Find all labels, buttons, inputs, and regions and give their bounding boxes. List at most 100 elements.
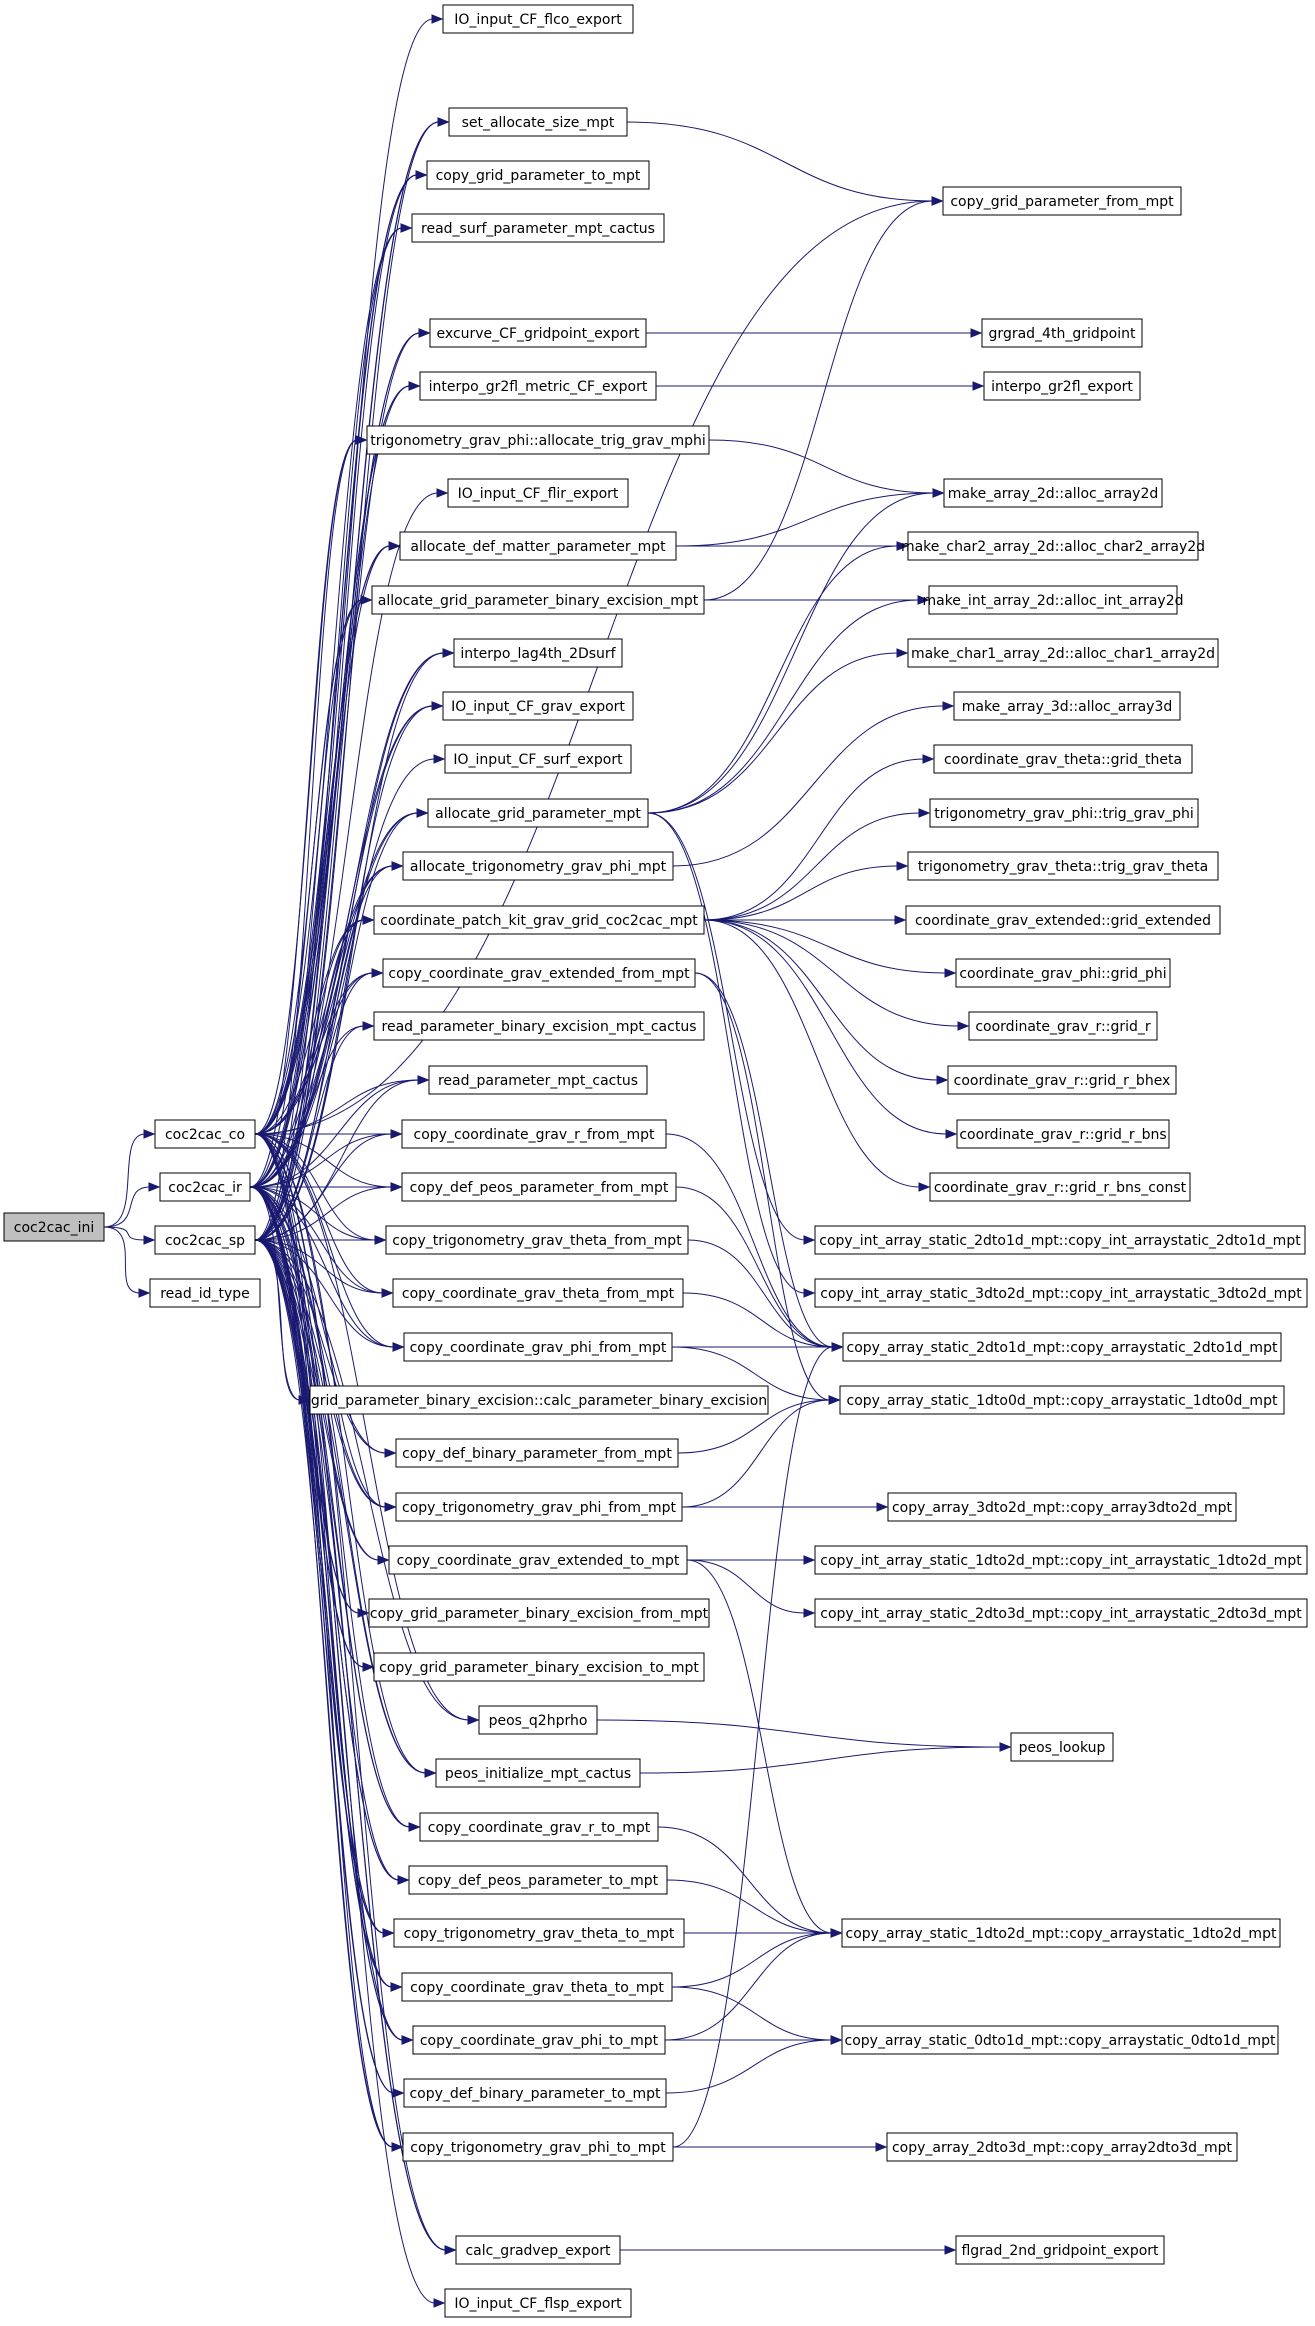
call-edge: [664, 1932, 833, 2041]
call-edge: [249, 1186, 387, 1508]
node-alloc-array3d[interactable]: make_array_3d::alloc_array3d: [953, 691, 1181, 721]
node-calc-param-binex[interactable]: grid_parameter_binary_excision::calc_par…: [309, 1385, 769, 1415]
node-allocate-def-matter-parameter-mpt[interactable]: allocate_def_matter_parameter_mpt: [399, 531, 677, 561]
node-io-input-cf-flco-export[interactable]: IO_input_CF_flco_export: [442, 4, 634, 34]
node-set-allocate-size-mpt[interactable]: set_allocate_size_mpt: [448, 107, 628, 137]
arrowhead: [138, 1288, 151, 1298]
node-int-2dto1d[interactable]: copy_int_array_static_2dto1d_mpt::copy_i…: [814, 1225, 1306, 1255]
node-coordinate-patch-kit-grav-grid-coc2cac-mpt[interactable]: coordinate_patch_kit_grav_grid_coc2cac_m…: [373, 905, 705, 935]
node-arr-1dto0d[interactable]: copy_array_static_1dto0d_mpt::copy_array…: [839, 1385, 1285, 1415]
node-box: [886, 2132, 1238, 2162]
node-arr-0dto1d[interactable]: copy_array_static_0dto1d_mpt::copy_array…: [841, 2025, 1279, 2055]
node-int-2dto3d[interactable]: copy_int_array_static_2dto3d_mpt::copy_i…: [814, 1598, 1308, 1628]
node-label: make_array_3d::alloc_array3d: [962, 699, 1173, 715]
node-io-input-cf-grav-export[interactable]: IO_input_CF_grav_export: [442, 691, 634, 721]
node-box: [442, 4, 634, 34]
call-edge: [249, 919, 365, 1188]
node-box: [401, 1172, 677, 1202]
node-copy-coordinate-grav-r-to-mpt[interactable]: copy_coordinate_grav_r_to_mpt: [419, 1812, 659, 1842]
node-coc2cac-co[interactable]: coc2cac_co: [154, 1119, 256, 1149]
node-calc-gradvep-export[interactable]: calc_gradvep_export: [455, 2235, 621, 2265]
node-copy-trigonometry-grav-theta-to-mpt[interactable]: copy_trigonometry_grav_theta_to_mpt: [393, 1918, 685, 1948]
node-int-3dto2d[interactable]: copy_int_array_static_3dto2d_mpt::copy_i…: [814, 1278, 1308, 1308]
node-copy-grid-parameter-from-mpt[interactable]: copy_grid_parameter_from_mpt: [942, 186, 1182, 216]
node-peos-lookup[interactable]: peos_lookup: [1010, 1732, 1114, 1762]
node-read-id-type[interactable]: read_id_type: [149, 1278, 261, 1308]
node-arr-2dto1d[interactable]: copy_array_static_2dto1d_mpt::copy_array…: [842, 1332, 1282, 1362]
node-label: copy_array_static_0dto1d_mpt::copy_array…: [845, 2033, 1276, 2049]
node-label: copy_def_peos_parameter_to_mpt: [418, 1873, 659, 1889]
node-int-1dto2d[interactable]: copy_int_array_static_1dto2d_mpt::copy_i…: [814, 1545, 1308, 1575]
node-box: [154, 1119, 256, 1149]
node-copy-def-peos-parameter-from-mpt[interactable]: copy_def_peos_parameter_from_mpt: [401, 1172, 677, 1202]
node-copy-trigonometry-grav-phi-from-mpt[interactable]: copy_trigonometry_grav_phi_from_mpt: [395, 1492, 683, 1522]
call-edge: [708, 439, 935, 494]
node-copy-coordinate-grav-phi-from-mpt[interactable]: copy_coordinate_grav_phi_from_mpt: [403, 1332, 673, 1362]
node-coc2cac-ini[interactable]: coc2cac_ini: [3, 1212, 105, 1242]
node-coc2cac-ir[interactable]: coc2cac_ir: [159, 1172, 251, 1202]
node-arr2dto3d[interactable]: copy_array_2dto3d_mpt::copy_array2dto3d_…: [886, 2132, 1238, 2162]
node-label: make_array_2d::alloc_array2d: [948, 486, 1159, 502]
node-label: copy_trigonometry_grav_theta_to_mpt: [404, 1926, 675, 1942]
node-trig-grav-phi[interactable]: trigonometry_grav_phi::trig_grav_phi: [929, 798, 1199, 828]
node-box: [981, 318, 1143, 348]
node-peos-q2hprho[interactable]: peos_q2hprho: [478, 1705, 598, 1735]
node-copy-coordinate-grav-theta-to-mpt[interactable]: copy_coordinate_grav_theta_to_mpt: [401, 1972, 673, 2002]
call-edge: [665, 1133, 834, 1348]
node-allocate-grid-parameter-mpt[interactable]: allocate_grid_parameter_mpt: [427, 798, 649, 828]
node-excurve-cf-gridpoint-export[interactable]: excurve_CF_gridpoint_export: [429, 318, 647, 348]
node-flgrad-2nd-gridpoint-export[interactable]: flgrad_2nd_gridpoint_export: [955, 2235, 1165, 2265]
node-read-surf-parameter-mpt-cactus[interactable]: read_surf_parameter_mpt_cactus: [411, 213, 665, 243]
node-label: allocate_def_matter_parameter_mpt: [410, 539, 666, 555]
node-alloc-array2d[interactable]: make_array_2d::alloc_array2d: [943, 478, 1163, 508]
node-read-parameter-mpt-cactus[interactable]: read_parameter_mpt_cactus: [428, 1065, 648, 1095]
node-copy-coordinate-grav-r-from-mpt[interactable]: copy_coordinate_grav_r_from_mpt: [401, 1119, 667, 1149]
node-copy-grid-parameter-binary-excision-to-mpt[interactable]: copy_grid_parameter_binary_excision_to_m…: [373, 1652, 705, 1682]
node-copy-grid-parameter-binary-excision-from-mpt[interactable]: copy_grid_parameter_binary_excision_from…: [368, 1598, 710, 1628]
node-arr-1dto2d[interactable]: copy_array_static_1dto2d_mpt::copy_array…: [841, 1918, 1281, 1948]
node-grid-theta[interactable]: coordinate_grav_theta::grid_theta: [933, 744, 1193, 774]
node-trig-grav-theta[interactable]: trigonometry_grav_theta::trig_grav_theta: [907, 851, 1219, 881]
node-interpo-gr2fl-metric-cf-export[interactable]: interpo_gr2fl_metric_CF_export: [419, 371, 657, 401]
node-grid-r[interactable]: coordinate_grav_r::grid_r: [968, 1011, 1158, 1041]
node-box: [933, 744, 1193, 774]
node-grgrad-4th-gridpoint[interactable]: grgrad_4th_gridpoint: [981, 318, 1143, 348]
node-box: [448, 107, 628, 137]
node-grid-r-bhex[interactable]: coordinate_grav_r::grid_r_bhex: [947, 1065, 1177, 1095]
node-io-input-cf-flir-export[interactable]: IO_input_CF_flir_export: [447, 478, 629, 508]
node-label: copy_coordinate_grav_phi_from_mpt: [410, 1340, 667, 1356]
node-alloc-int-array2d[interactable]: make_int_array_2d::alloc_int_array2d: [922, 585, 1184, 615]
node-copy-trigonometry-grav-phi-to-mpt[interactable]: copy_trigonometry_grav_phi_to_mpt: [402, 2132, 674, 2162]
node-coc2cac-sp[interactable]: coc2cac_sp: [154, 1225, 256, 1255]
node-copy-coordinate-grav-theta-from-mpt[interactable]: copy_coordinate_grav_theta_from_mpt: [392, 1278, 684, 1308]
node-copy-coordinate-grav-extended-from-mpt[interactable]: copy_coordinate_grav_extended_from_mpt: [382, 958, 696, 988]
node-grid-phi[interactable]: coordinate_grav_phi::grid_phi: [955, 958, 1171, 988]
node-interpo-lag4th-2dsurf[interactable]: interpo_lag4th_2Dsurf: [453, 638, 623, 668]
node-trig-phi-alloc[interactable]: trigonometry_grav_phi::allocate_trig_gra…: [366, 425, 710, 455]
node-io-input-cf-flsp-export[interactable]: IO_input_CF_flsp_export: [444, 2288, 632, 2318]
node-alloc-char2-array2d[interactable]: make_char2_array_2d::alloc_char2_array2d: [901, 531, 1205, 561]
node-grid-extended[interactable]: coordinate_grav_extended::grid_extended: [905, 905, 1221, 935]
node-copy-def-binary-parameter-from-mpt[interactable]: copy_def_binary_parameter_from_mpt: [395, 1438, 679, 1468]
node-copy-trigonometry-grav-theta-from-mpt[interactable]: copy_trigonometry_grav_theta_from_mpt: [385, 1225, 689, 1255]
call-edge: [249, 174, 418, 1188]
node-peos-initialize-mpt-cactus[interactable]: peos_initialize_mpt_cactus: [435, 1758, 641, 1788]
node-grid-r-bns-const[interactable]: coordinate_grav_r::grid_r_bns_const: [929, 1172, 1191, 1202]
call-edge: [254, 1239, 384, 1294]
node-arr3dto2d[interactable]: copy_array_3dto2d_mpt::copy_array3dto2d_…: [887, 1492, 1237, 1522]
node-copy-def-binary-parameter-to-mpt[interactable]: copy_def_binary_parameter_to_mpt: [403, 2078, 667, 2108]
node-copy-def-peos-parameter-to-mpt[interactable]: copy_def_peos_parameter_to_mpt: [408, 1865, 668, 1895]
node-grid-r-bns[interactable]: coordinate_grav_r::grid_r_bns: [956, 1119, 1170, 1149]
node-alloc-char1-array2d[interactable]: make_char1_array_2d::alloc_char1_array2d: [907, 638, 1219, 668]
call-edge: [672, 705, 945, 867]
node-allocate-trigonometry-grav-phi-mpt[interactable]: allocate_trigonometry_grav_phi_mpt: [402, 851, 674, 881]
node-box: [382, 958, 696, 988]
node-io-input-cf-surf-export[interactable]: IO_input_CF_surf_export: [444, 744, 632, 774]
node-copy-coordinate-grav-phi-to-mpt[interactable]: copy_coordinate_grav_phi_to_mpt: [412, 2025, 666, 2055]
node-read-parameter-binary-excision-mpt-cactus[interactable]: read_parameter_binary_excision_mpt_cactu…: [373, 1011, 705, 1041]
node-allocate-grid-parameter-binary-excision-mpt[interactable]: allocate_grid_parameter_binary_excision_…: [371, 585, 705, 615]
node-copy-coordinate-grav-extended-to-mpt[interactable]: copy_coordinate_grav_extended_to_mpt: [388, 1545, 688, 1575]
node-box: [956, 1119, 1170, 1149]
node-interpo-gr2fl-export[interactable]: interpo_gr2fl_export: [983, 371, 1141, 401]
node-copy-grid-parameter-to-mpt[interactable]: copy_grid_parameter_to_mpt: [426, 160, 650, 190]
